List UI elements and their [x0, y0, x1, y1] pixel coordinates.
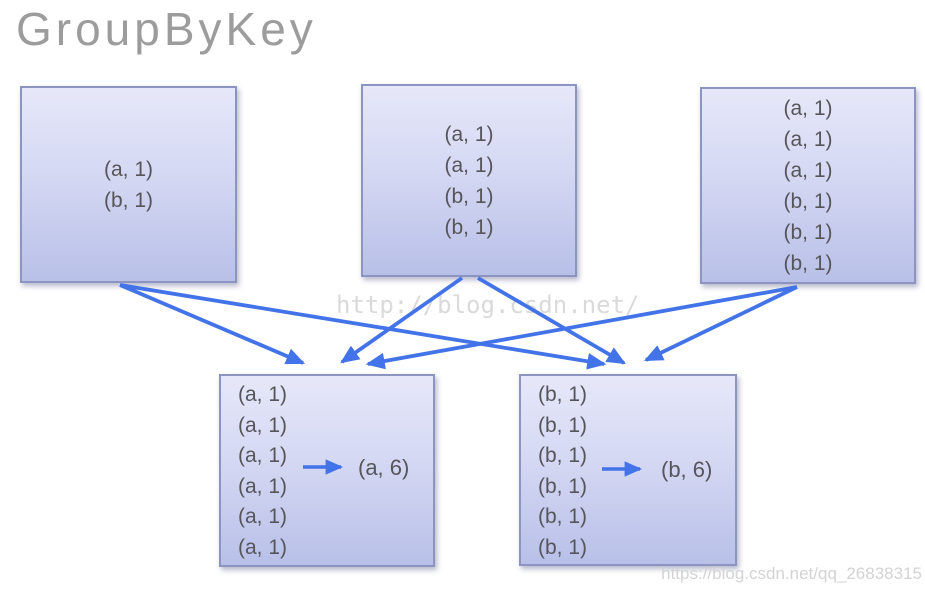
page-title: GroupByKey — [16, 3, 317, 55]
key-value-pair: (a, 1) — [444, 153, 494, 177]
key-value-pair: (b, 1) — [783, 189, 833, 213]
key-value-pair: (b, 1) — [538, 474, 588, 498]
arrow-p1-to-group-a — [119, 283, 306, 365]
key-value-pair: (b, 1) — [783, 251, 833, 275]
group-b-result: (b, 6) — [661, 457, 713, 482]
group-box-b: (b, 1) (b, 1) (b, 1) (b, 1) (b, 1) (b, 1) — [519, 374, 737, 566]
key-value-pair: (a, 1) — [783, 127, 833, 151]
key-value-pair: (b, 1) — [538, 505, 588, 529]
partition-box-3: (a, 1) (a, 1) (a, 1) (b, 1) (b, 1) (b, 1) — [700, 87, 916, 284]
group-box-a: (a, 1) (a, 1) (a, 1) (a, 1) (a, 1) (a, 1) — [219, 374, 435, 567]
group-a-result: (a, 6) — [358, 455, 410, 480]
key-value-pair: (a, 1) — [238, 535, 288, 559]
key-value-pair: (a, 1) — [783, 96, 833, 120]
partition-box-2: (a, 1) (a, 1) (b, 1) (b, 1) — [361, 84, 577, 277]
key-value-pair: (b, 1) — [538, 413, 588, 437]
partition-box-1: (a, 1) (b, 1) — [20, 86, 237, 283]
arrow-p3-to-group-b — [643, 285, 798, 362]
key-value-pair: (a, 1) — [238, 444, 288, 468]
key-value-pair: (b, 1) — [444, 215, 494, 239]
key-value-pair: (b, 1) — [538, 383, 588, 406]
key-value-pair: (b, 1) — [103, 188, 153, 212]
key-value-pair: (a, 1) — [783, 158, 833, 182]
key-value-pair: (a, 1) — [238, 383, 288, 406]
key-value-pair: (a, 1) — [238, 474, 288, 498]
key-value-pair: (a, 1) — [103, 157, 153, 181]
watermark-corner: https://blog.csdn.net/qq_26838315 — [661, 564, 922, 583]
key-value-pair: (b, 1) — [538, 535, 588, 559]
key-value-pair: (b, 1) — [783, 220, 833, 244]
key-value-pair: (b, 1) — [538, 444, 588, 468]
key-value-pair: (a, 1) — [238, 505, 288, 529]
watermark-center: http://blog.csdn.net/ — [336, 291, 640, 319]
key-value-pair: (b, 1) — [444, 184, 494, 208]
key-value-pair: (a, 1) — [444, 122, 494, 146]
key-value-pair: (a, 1) — [238, 413, 288, 437]
